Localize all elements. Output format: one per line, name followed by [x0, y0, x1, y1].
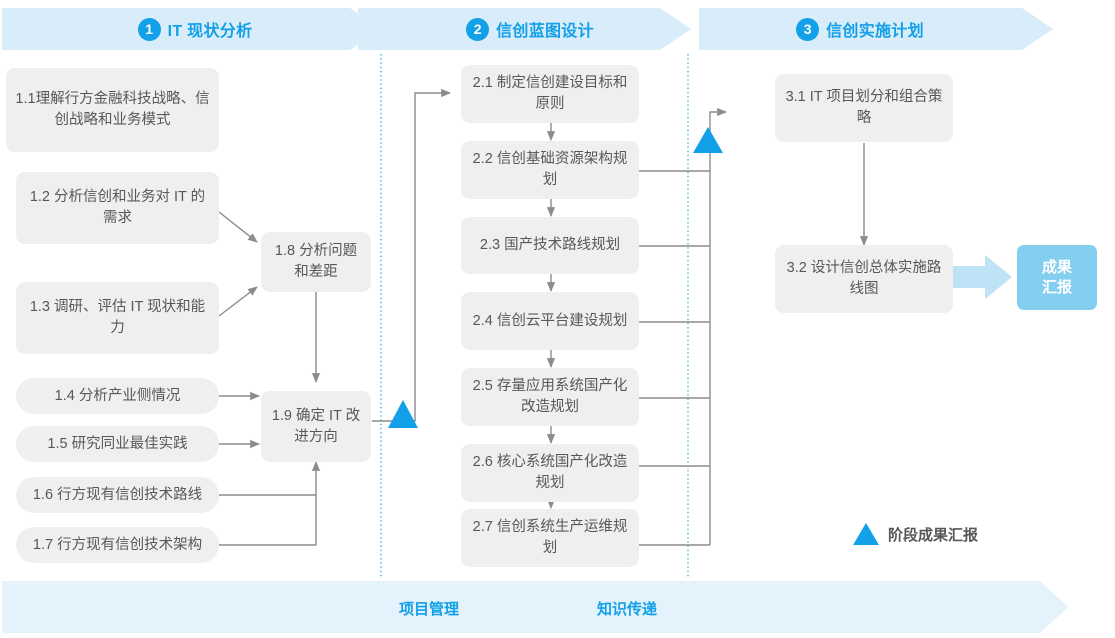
result-badge[interactable]: 成果汇报 [1017, 245, 1097, 310]
node-2-2[interactable]: 2.2 信创基础资源架构规划 [461, 141, 639, 199]
node-1-7[interactable]: 1.7 行方现有信创技术架构 [16, 527, 219, 563]
node-2-5-label: 2.5 存量应用系统国产化改造规划 [472, 378, 628, 415]
node-1-3-label: 1.3 调研、评估 IT 现状和能力 [29, 299, 206, 336]
node-1-2[interactable]: 1.2 分析信创和业务对 IT 的需求 [16, 172, 219, 244]
node-1-4[interactable]: 1.4 分析产业侧情况 [16, 378, 219, 414]
band-label-1-text: 知识传递 [597, 601, 658, 618]
node-1-6[interactable]: 1.6 行方现有信创技术路线 [16, 477, 219, 513]
bottom-process-band [2, 581, 1068, 633]
phase-title-1: IT 现状分析 [167, 23, 253, 40]
node-1-1-label: 1.1理解行方金融科技战略、信创战略和业务模式 [15, 91, 210, 128]
node-2-6[interactable]: 2.6 核心系统国产化改造规划 [461, 444, 639, 502]
phase-title-3: 信创实施计划 [826, 23, 924, 40]
result-badge-label: 成果汇报 [1041, 259, 1072, 296]
band-label-project-management[interactable]: 项目管理 [399, 598, 459, 619]
band-label-0-text: 项目管理 [399, 601, 460, 618]
phase-header-3[interactable]: 3 信创实施计划 [760, 8, 960, 50]
node-1-5-label: 1.5 研究同业最佳实践 [47, 435, 188, 452]
node-1-8[interactable]: 1.8 分析问题和差距 [261, 232, 371, 292]
node-2-2-label: 2.2 信创基础资源架构规划 [472, 151, 628, 188]
node-1-5[interactable]: 1.5 研究同业最佳实践 [16, 426, 219, 462]
node-2-4-label: 2.4 信创云平台建设规划 [472, 312, 628, 329]
node-1-3[interactable]: 1.3 调研、评估 IT 现状和能力 [16, 282, 219, 354]
node-1-1[interactable]: 1.1理解行方金融科技战略、信创战略和业务模式 [6, 68, 219, 152]
band-label-knowledge-transfer[interactable]: 知识传递 [597, 598, 657, 619]
triangle-marker-icon [853, 523, 879, 545]
node-2-7[interactable]: 2.7 信创系统生产运维规划 [461, 509, 639, 567]
legend-milestone: 阶段成果汇报 [853, 523, 978, 545]
node-2-3[interactable]: 2.3 国产技术路线规划 [461, 217, 639, 274]
node-1-6-label: 1.6 行方现有信创技术路线 [32, 486, 203, 503]
node-1-8-label: 1.8 分析问题和差距 [274, 243, 358, 280]
node-2-6-label: 2.6 核心系统国产化改造规划 [472, 454, 628, 491]
legend-label: 阶段成果汇报 [888, 526, 979, 544]
node-2-5[interactable]: 2.5 存量应用系统国产化改造规划 [461, 368, 639, 426]
node-2-4[interactable]: 2.4 信创云平台建设规划 [461, 292, 639, 350]
phase-title-2: 信创蓝图设计 [496, 23, 594, 40]
milestone-triangle-1 [388, 400, 418, 428]
node-2-7-label: 2.7 信创系统生产运维规划 [472, 519, 628, 556]
phase-header-1[interactable]: 1 IT 现状分析 [100, 8, 290, 50]
phase-number-1: 1 [137, 17, 161, 41]
node-3-1[interactable]: 3.1 IT 项目划分和组合策略 [775, 74, 953, 142]
phase-number-3: 3 [796, 17, 820, 41]
phase-header-2[interactable]: 2 信创蓝图设计 [430, 8, 630, 50]
milestone-triangle-2 [693, 127, 723, 153]
node-3-1-label: 3.1 IT 项目划分和组合策略 [785, 89, 943, 126]
node-3-2[interactable]: 3.2 设计信创总体实施路线图 [775, 245, 953, 313]
node-1-7-label: 1.7 行方现有信创技术架构 [32, 536, 203, 553]
node-3-2-label: 3.2 设计信创总体实施路线图 [786, 260, 942, 297]
node-2-1[interactable]: 2.1 制定信创建设目标和原则 [461, 65, 639, 123]
node-1-9[interactable]: 1.9 确定 IT 改进方向 [261, 391, 371, 462]
phase-number-2: 2 [466, 17, 490, 41]
node-1-9-label: 1.9 确定 IT 改进方向 [271, 407, 361, 445]
node-2-1-label: 2.1 制定信创建设目标和原则 [472, 75, 628, 112]
node-1-4-label: 1.4 分析产业侧情况 [54, 387, 181, 404]
node-1-2-label: 1.2 分析信创和业务对 IT 的需求 [29, 189, 206, 226]
result-arrow [948, 255, 1012, 299]
node-2-3-label: 2.3 国产技术路线规划 [479, 237, 621, 254]
